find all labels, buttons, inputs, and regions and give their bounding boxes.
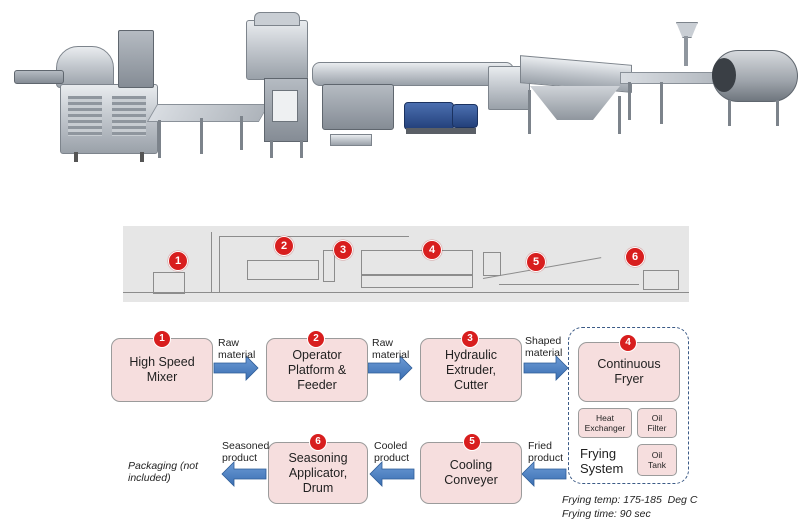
schematic-badge-4: 4 xyxy=(422,240,442,260)
step-6-badge: 6 xyxy=(309,433,327,451)
step-hydraulic-extruder: Hydraulic Extruder, Cutter xyxy=(420,338,522,402)
step-2-badge: 2 xyxy=(307,330,325,348)
frying-time-note: Frying time: 90 sec xyxy=(562,508,651,520)
step-high-speed-mixer: High Speed Mixer xyxy=(111,338,213,402)
step-5-label: Cooling Conveyer xyxy=(444,458,498,487)
step-1-label: High Speed Mixer xyxy=(129,355,195,384)
step-4-badge: 4 xyxy=(619,334,637,352)
step-1-badge: 1 xyxy=(153,330,171,348)
arrow-4-5 xyxy=(521,461,567,487)
step-cooling-conveyer: Cooling Conveyer xyxy=(420,442,522,504)
step-operator-platform: Operator Platform & Feeder xyxy=(266,338,368,402)
schematic-badge-3: 3 xyxy=(333,240,353,260)
line-schematic: 1 2 3 4 5 6 xyxy=(123,226,689,302)
schematic-badge-1: 1 xyxy=(168,251,188,271)
production-line-photo xyxy=(0,0,800,170)
step-seasoning-applicator: Seasoning Applicator, Drum xyxy=(268,442,368,504)
schematic-badge-6: 6 xyxy=(625,247,645,267)
frying-system-group xyxy=(568,327,689,484)
schematic-badge-2: 2 xyxy=(274,236,294,256)
arrow-3-4 xyxy=(523,355,569,381)
step-3-label: Hydraulic Extruder, Cutter xyxy=(444,347,498,392)
step-4-label: Continuous Fryer xyxy=(597,357,661,386)
frying-temp-note: Frying temp: 175-185 Deg C xyxy=(562,494,698,506)
step-6-label: Seasoning Applicator, Drum xyxy=(288,450,348,495)
schematic-badge-5: 5 xyxy=(526,252,546,272)
arrow-6-packaging xyxy=(221,461,267,487)
step-5-badge: 5 xyxy=(463,433,481,451)
step-2-label: Operator Platform & Feeder xyxy=(287,347,347,392)
step-3-badge: 3 xyxy=(461,330,479,348)
arrow-5-6 xyxy=(369,461,415,487)
